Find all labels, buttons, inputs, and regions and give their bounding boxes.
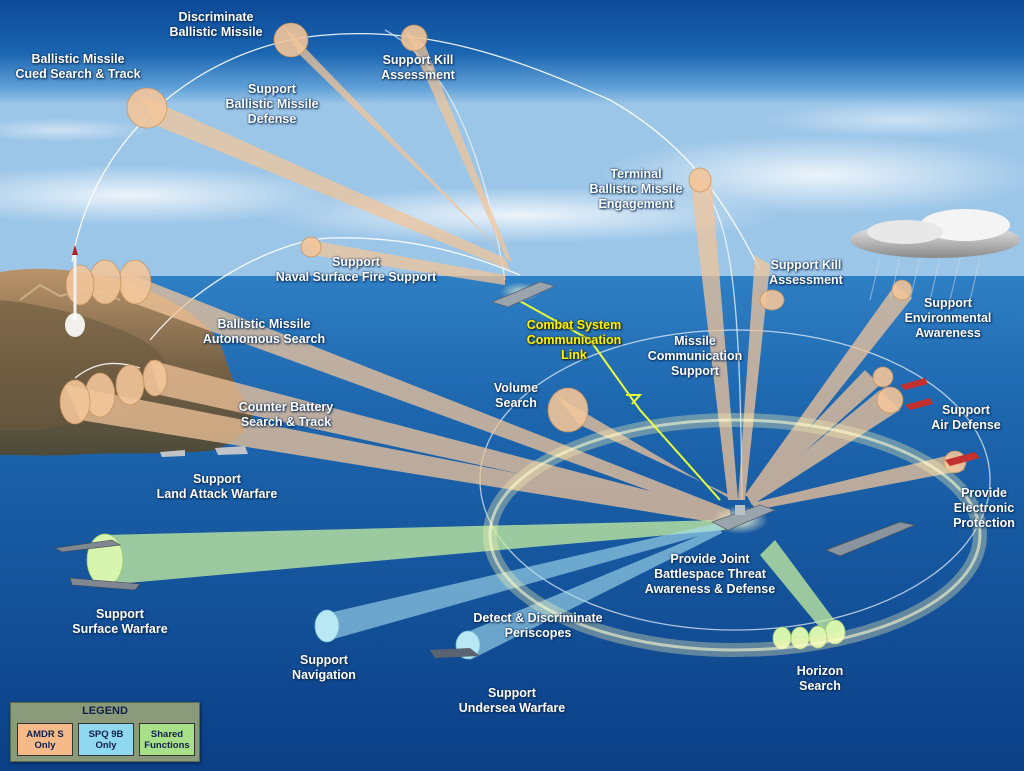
shared-beams bbox=[105, 520, 838, 640]
label-support-air-defense: Support Air Defense bbox=[931, 403, 1001, 432]
spq-beams bbox=[320, 523, 722, 660]
label-terminal-ballistic-missile-engagement: Terminal Ballistic Missile Engagement bbox=[589, 167, 683, 211]
label-support-ballistic-missile-defense: Support Ballistic Missile Defense bbox=[225, 82, 319, 126]
label-support-kill-assessment-right: Support Kill Assessment bbox=[769, 258, 843, 287]
amdr-beams bbox=[65, 25, 965, 525]
label-support-surface-warfare: Support Surface Warfare bbox=[72, 607, 168, 636]
label-support-undersea-warfare: Support Undersea Warfare bbox=[458, 686, 566, 715]
legend-item-amdr-only: AMDR S Only bbox=[17, 723, 73, 756]
sky-clouds bbox=[0, 102, 1024, 243]
label-discriminate-ballistic-missile: Discriminate Ballistic Missile bbox=[169, 10, 263, 39]
label-support-navigation: Support Navigation bbox=[292, 653, 356, 682]
label-support-kill-assessment-top: Support Kill Assessment bbox=[381, 53, 455, 82]
label-support-land-attack-warfare: Support Land Attack Warfare bbox=[156, 472, 278, 501]
comm-link-line bbox=[517, 299, 721, 501]
amdr-beam-heads bbox=[59, 22, 967, 474]
label-provide-electronic-protection: Provide Electronic Protection bbox=[953, 486, 1015, 530]
label-ballistic-missile-autonomous-search: Ballistic Missile Autonomous Search bbox=[202, 317, 326, 346]
legend-item-shared-functions: Shared Functions bbox=[139, 723, 195, 756]
label-provide-joint-battlespace-threat: Provide Joint Battlespace Threat Awarene… bbox=[644, 552, 776, 596]
legend: LEGEND AMDR S Only SPQ 9B Only Shared Fu… bbox=[10, 702, 200, 762]
legend-title: LEGEND bbox=[82, 705, 128, 717]
ship-icons bbox=[54, 281, 980, 658]
label-naval-surface-fire-support: Support Naval Surface Fire Support bbox=[275, 255, 437, 284]
label-volume-search: Volume Search bbox=[493, 381, 539, 410]
legend-item-spq-only: SPQ 9B Only bbox=[78, 723, 134, 756]
label-ballistic-missile-cued-search: Ballistic Missile Cued Search & Track bbox=[15, 52, 141, 81]
label-counter-battery-search-track: Counter Battery Search & Track bbox=[238, 400, 334, 429]
label-horizon-search: Horizon Search bbox=[796, 664, 844, 693]
label-missile-communication-support: Missile Communication Support bbox=[647, 334, 743, 378]
ballistic-missile-icon bbox=[72, 245, 78, 255]
label-combat-system-communication-link: Combat System Communication Link bbox=[526, 318, 622, 362]
label-detect-discriminate-periscopes: Detect & Discriminate Periscopes bbox=[473, 611, 603, 640]
label-support-environmental-awareness: Support Environmental Awareness bbox=[904, 296, 992, 340]
storm-cloud-icon bbox=[850, 209, 1020, 301]
